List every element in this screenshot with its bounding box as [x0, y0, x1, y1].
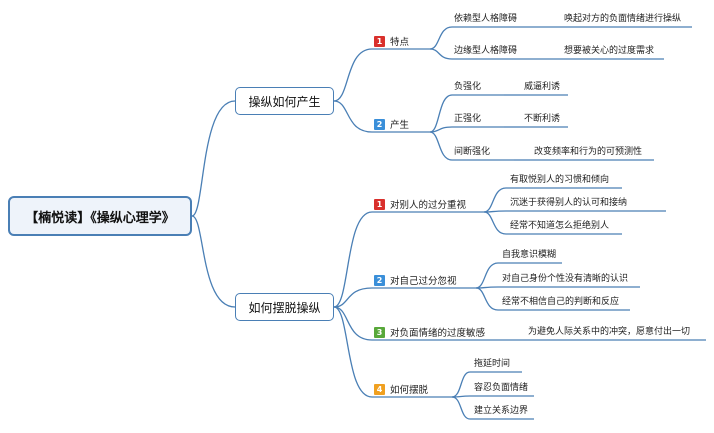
leaf-borderline-pd[interactable]: 边缘型人格障碍	[454, 46, 518, 56]
connector-b2-s2	[333, 287, 373, 308]
sub-how-to-escape[interactable]: 4 如何摆脱	[374, 382, 428, 396]
connector-b1-s1	[333, 48, 373, 102]
leaf-detail[interactable]: 改变频率和行为的可预测性	[534, 147, 643, 157]
leaf-detail[interactable]: 想要被关心的过度需求	[564, 46, 655, 56]
leaf-positive-reinforcement[interactable]: 正强化	[454, 114, 482, 124]
leaf-item[interactable]: 建立关系边界	[474, 406, 529, 416]
priority-1-badge: 1	[374, 198, 385, 210]
sub-traits[interactable]: 1 特点	[374, 34, 409, 48]
connector-b2-s3	[333, 306, 373, 341]
leaf-detail[interactable]: 不断利诱	[524, 114, 561, 124]
sub-label: 特点	[390, 37, 410, 48]
leaf-item[interactable]: 经常不相信自己的判断和反应	[502, 297, 620, 307]
branch-how-manipulation-arises[interactable]: 操纵如何产生	[235, 87, 334, 115]
leaf-item[interactable]: 沉迷于获得别人的认可和接纳	[510, 198, 628, 208]
root-topic[interactable]: 【楠悦读】《操纵心理学》	[8, 196, 192, 236]
leaf-item[interactable]: 为避免人际关系中的冲突，愿意付出一切	[528, 327, 691, 337]
branch-how-to-escape[interactable]: 如何摆脱操纵	[235, 293, 334, 321]
leaf-item[interactable]: 有取悦别人的习惯和倾向	[510, 175, 610, 185]
connector-root-branch2	[191, 215, 236, 308]
priority-1-badge: 1	[374, 35, 385, 47]
leaf-negative-reinforcement[interactable]: 负强化	[454, 82, 482, 92]
leaf-item[interactable]: 自我意识模糊	[502, 250, 557, 260]
priority-2-badge: 2	[374, 118, 385, 130]
leaf-dependent-pd[interactable]: 依赖型人格障碍	[454, 14, 518, 24]
leaf-detail[interactable]: 威逼利诱	[524, 82, 561, 92]
priority-2-badge: 2	[374, 274, 385, 286]
sub-label: 对别人的过分重视	[390, 200, 467, 211]
connector-s21-l3	[483, 211, 507, 235]
sub-sensitive-emotions[interactable]: 3 对负面情绪的过度敏感	[374, 325, 485, 339]
connector-s22-l3	[475, 287, 499, 311]
connector-s21-l1	[483, 187, 507, 213]
leaf-item[interactable]: 容忍负面情绪	[474, 383, 529, 393]
connector-b1-s2	[333, 100, 373, 133]
connector-s24-l3	[451, 396, 471, 420]
sub-overvalue-others[interactable]: 1 对别人的过分重视	[374, 197, 466, 211]
priority-4-badge: 4	[374, 383, 385, 395]
connector-s12-l1	[429, 94, 453, 133]
sub-label: 对自己过分忽视	[390, 276, 457, 287]
leaf-intermittent-reinforcement[interactable]: 间断强化	[454, 147, 491, 157]
connector-s12-l3	[429, 131, 453, 161]
leaf-item[interactable]: 经常不知道怎么拒绝别人	[510, 221, 610, 231]
connector-s11-l2	[429, 48, 453, 60]
connector-s11-l1	[429, 26, 453, 50]
sub-origin[interactable]: 2 产生	[374, 117, 409, 131]
connector-root-branch1	[191, 100, 236, 217]
leaf-detail[interactable]: 唤起对方的负面情绪进行操纵	[564, 14, 682, 24]
leaf-item[interactable]: 对自己身份个性没有清晰的认识	[502, 274, 629, 284]
priority-3-badge: 3	[374, 326, 385, 338]
connector-s22-l1	[475, 262, 499, 289]
connector-b2-s1	[333, 211, 373, 308]
connector-b2-s4	[333, 306, 373, 398]
sub-neglect-self[interactable]: 2 对自己过分忽视	[374, 273, 457, 287]
sub-label: 如何摆脱	[390, 385, 429, 396]
sub-label: 产生	[390, 120, 410, 131]
connector-s24-l1	[451, 371, 471, 398]
sub-label: 对负面情绪的过度敏感	[390, 328, 486, 339]
leaf-item[interactable]: 拖延时间	[474, 359, 511, 369]
